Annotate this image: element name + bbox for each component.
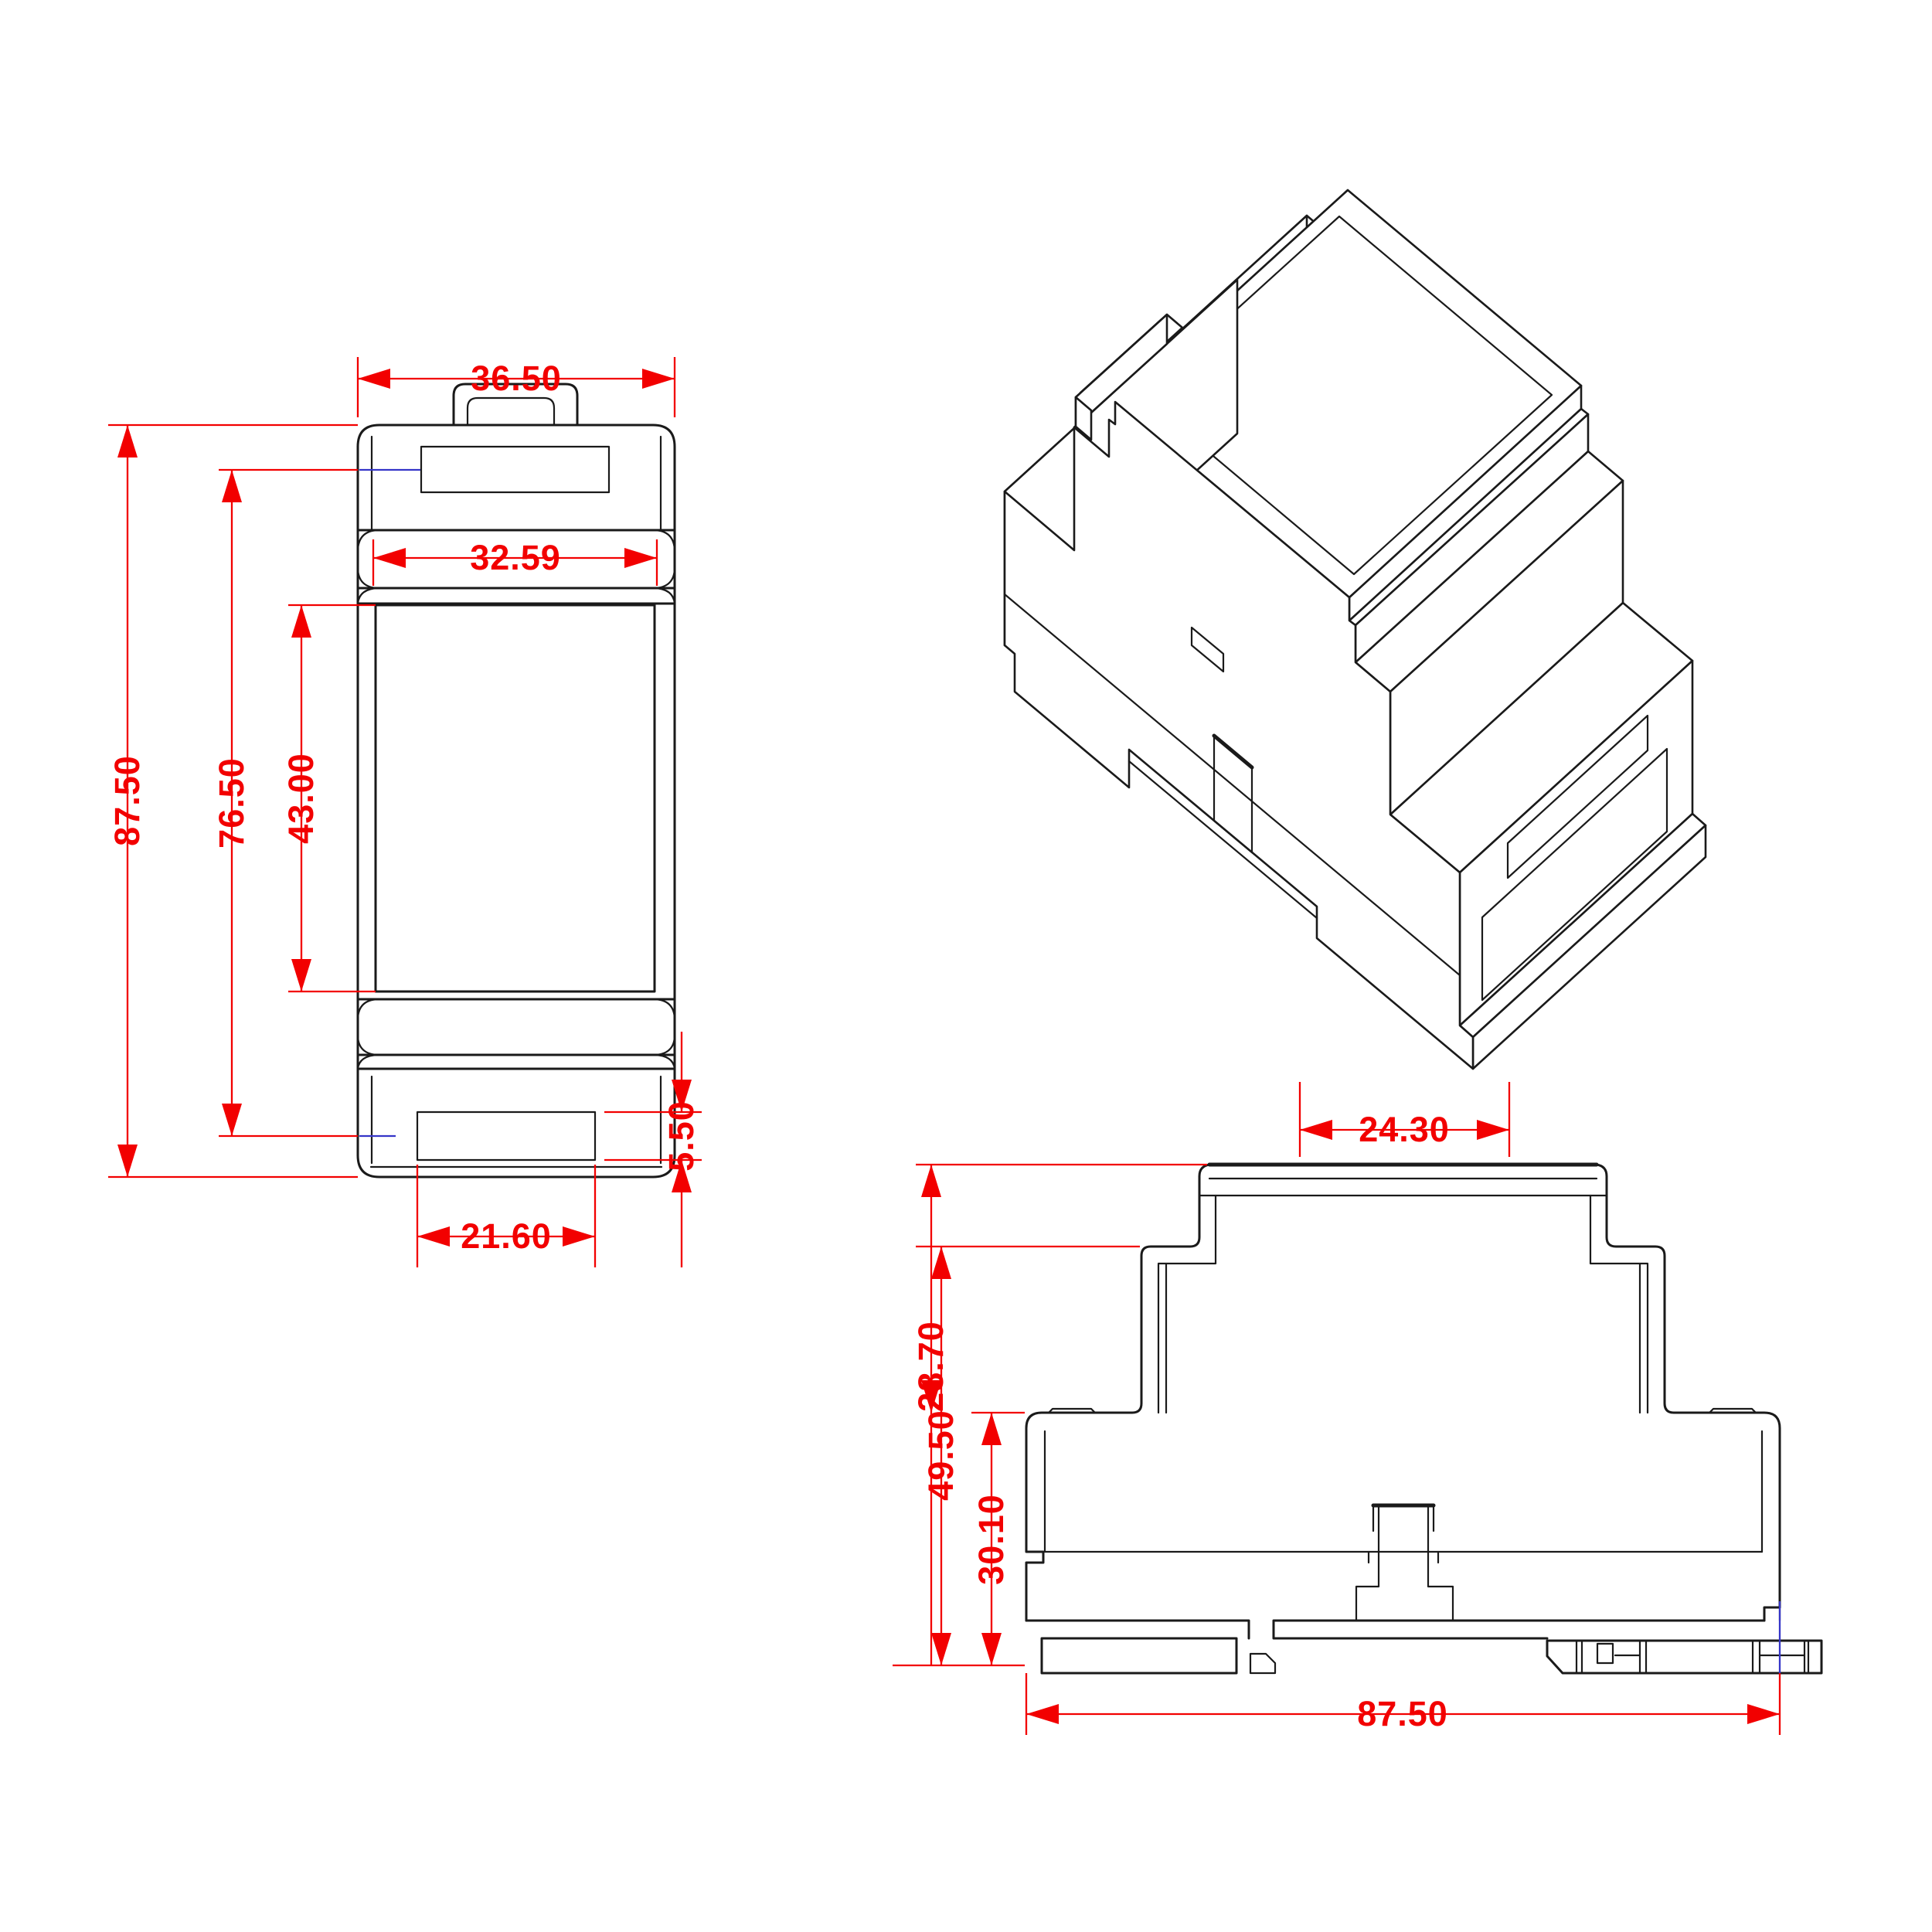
front-main-window [374,604,656,993]
iso-case-seam [1003,593,1461,977]
dim-front-bottom-recess-width: 21.60 [461,1216,552,1256]
iso-end-recess-terminal [1481,747,1668,1002]
side-tongue [1355,1504,1454,1622]
side-left-foot [1040,1637,1238,1675]
front-body-outline [356,423,676,1179]
dim-front-inner-width: 32.59 [470,538,561,577]
dim-front-bottom-recess-height: 5.50 [662,1100,701,1172]
side-profile-left [1025,1163,1211,1622]
iso-side-slot [1190,626,1225,673]
dim-front-overall-height: 87.50 [107,755,147,846]
iso-din-tab-front [1074,396,1093,441]
iso-clip-tongue-top [1212,733,1254,770]
side-profile-right [1595,1163,1781,1622]
side-din-slider-details [1575,1639,1810,1675]
iso-front-face [1003,400,1475,1070]
side-shoulder-slots [1047,1407,1757,1414]
front-din-tab-outer [452,383,579,427]
side-inner-walls [1043,1194,1764,1553]
iso-din-tab-inner-line [1079,318,1163,394]
front-band-shoulders [356,529,676,605]
front-top-inner-walls [370,435,662,532]
iso-end-recess-label [1506,714,1649,879]
side-din-slider [1546,1639,1823,1675]
front-top-recess [420,445,611,494]
side-lid-lines [1198,1177,1608,1197]
dim-side-overall-length: 87.50 [1357,1694,1448,1733]
iso-clip-tongue [1213,734,1253,854]
dim-side-upper-height: 28.70 [911,1321,951,1412]
front-view [356,383,676,1179]
front-bottom-recess [416,1111,597,1162]
dim-side-top-width: 24.30 [1359,1110,1450,1149]
side-view [1025,1162,1823,1675]
dim-side-lower-height: 30.10 [971,1494,1011,1585]
side-bottom-edges [1025,1619,1766,1640]
side-view-dimensions: 24.30 28.70 49.50 30.10 87.50 [893,1082,1781,1735]
dim-front-window-height: 43.00 [281,753,321,844]
dim-front-recess-span: 76.50 [212,757,251,849]
iso-bottom-groove [1128,760,1318,920]
front-view-dimensions: 36.50 87.50 76.50 43.00 32.59 21.60 5.50 [107,357,702,1267]
front-centerlines [359,468,420,1138]
dim-front-overall-width: 36.50 [471,359,562,398]
isometric-view [1003,189,1707,1070]
front-din-tab-inner [466,396,556,427]
front-lower-band-shoulders [356,998,676,1070]
side-rail-hook [1249,1652,1277,1675]
dim-side-rail-height: 49.50 [921,1410,961,1501]
front-bottom-inner-walls [370,1075,662,1165]
